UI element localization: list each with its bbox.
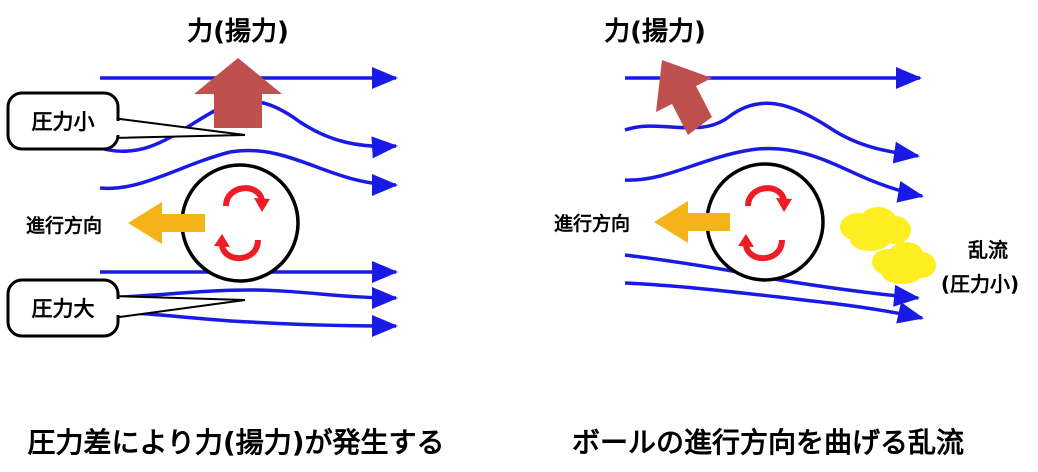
direction-label-left: 進行方向: [26, 214, 102, 237]
streamline: [624, 281, 924, 324]
spin-arrows: [738, 185, 792, 262]
streamline: [624, 146, 924, 203]
spin-arrows: [214, 185, 270, 262]
streamline: [624, 253, 920, 307]
turbulence-cloud: [840, 207, 911, 251]
turbulence-label: 乱流: [968, 238, 1008, 262]
high-pressure-callout: 圧力大: [6, 278, 246, 338]
travel-arrow: [128, 202, 205, 244]
streamline: [99, 286, 398, 309]
lift-arrow: [194, 58, 282, 128]
direction-label-right: 進行方向: [554, 212, 630, 235]
caption-right: ボールの進行方向を曲げる乱流: [572, 426, 964, 459]
turbulence-sub-label: (圧力小): [941, 272, 1019, 296]
right-panel: 力(揚力) 進行方向 乱流 (圧力小) ボールの進行方向を曲げる乱流: [554, 17, 1019, 459]
lift-title-left: 力(揚力): [187, 17, 289, 47]
streamline: [624, 101, 920, 164]
caption-left: 圧力差により力(揚力)が発生する: [27, 426, 444, 459]
left-panel: 圧力小 圧力大 力(揚力) 進行方向 圧力差により力(揚力)が発生する: [6, 17, 445, 459]
travel-arrow: [654, 201, 730, 243]
lift-title-right: 力(揚力): [604, 17, 706, 47]
high-pressure-label: 圧力大: [32, 297, 95, 321]
low-pressure-label: 圧力小: [32, 110, 95, 134]
lift-arrow: [656, 60, 712, 135]
streamline: [99, 148, 398, 196]
turbulence-cloud: [872, 242, 936, 284]
low-pressure-callout: 圧力小: [6, 91, 246, 151]
